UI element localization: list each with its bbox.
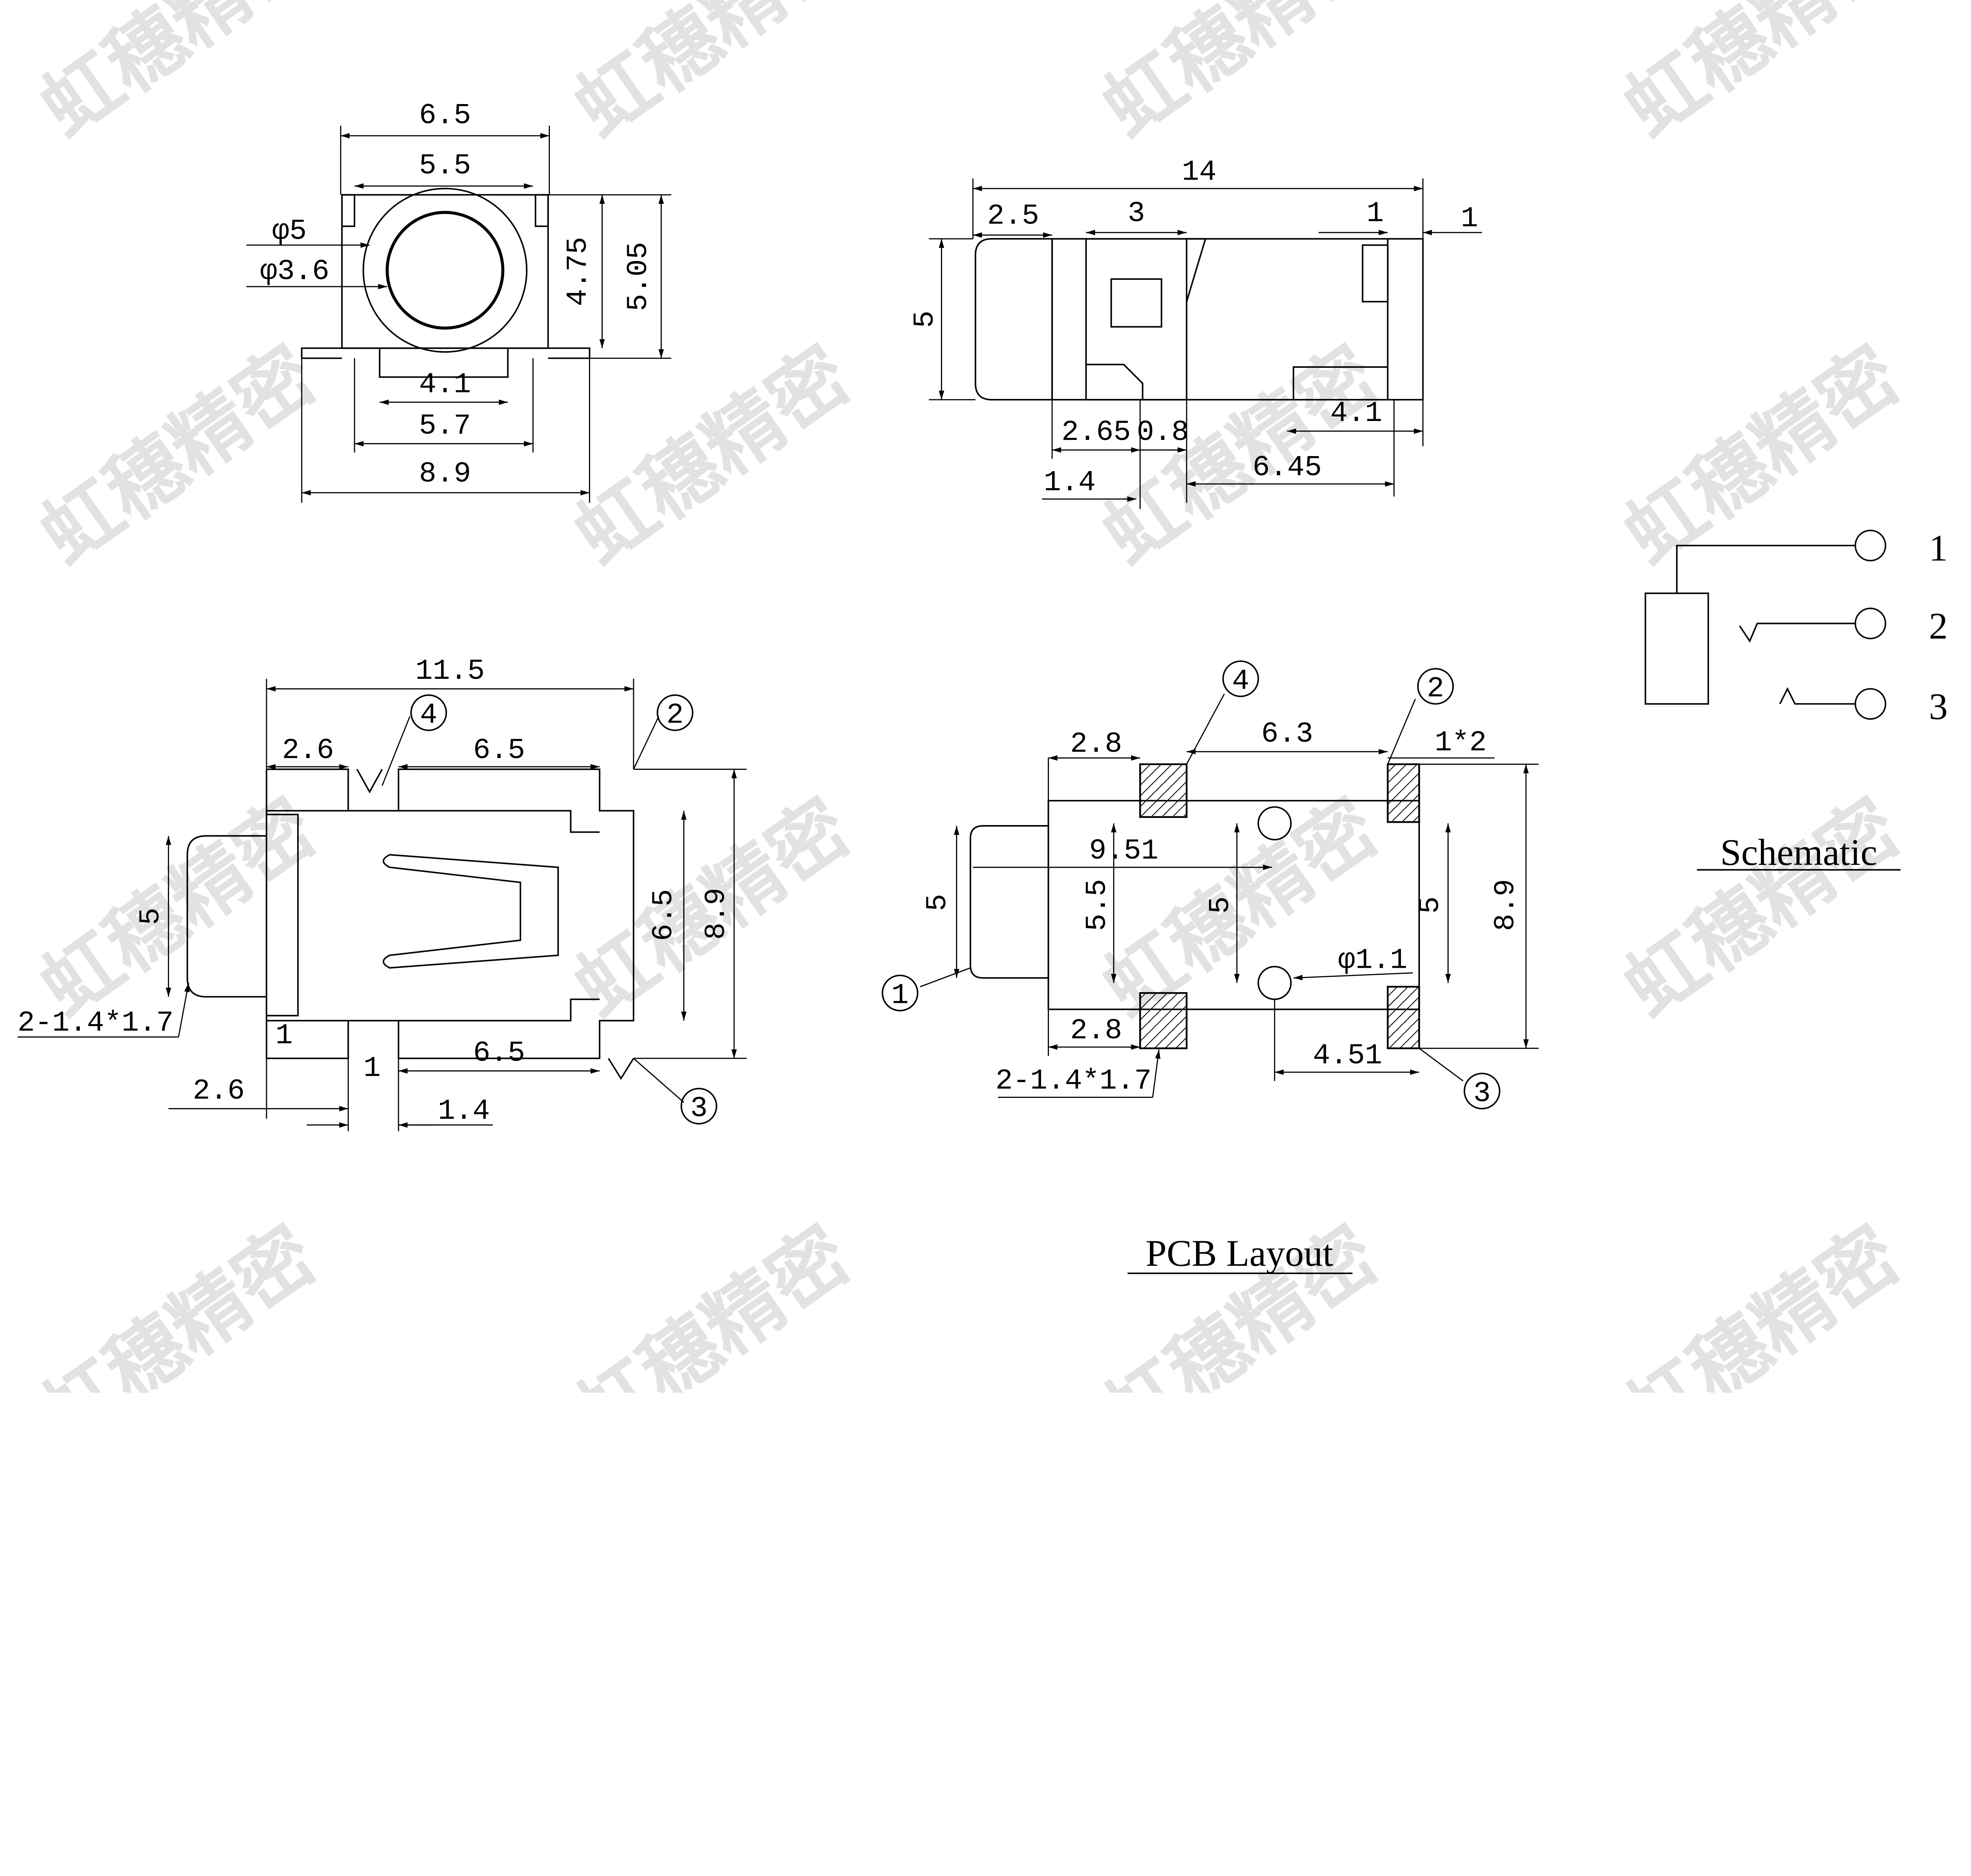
pin-2-marker: 2 (1427, 673, 1444, 706)
dimension-label: 2-1.4*1.7 (995, 1065, 1151, 1097)
schematic-pin-number: 3 (1929, 686, 1948, 727)
watermark-text: 虹穗精密 (559, 0, 866, 155)
dimension-label: 6.5 (419, 99, 471, 132)
pin-4-marker-circle (410, 694, 447, 731)
schematic-view (1645, 529, 1886, 720)
dimension-label: 2-1.4*1.7 (17, 1007, 173, 1040)
dimension-label: φ5 (272, 215, 307, 248)
watermark-text: 虹穗精密 (1608, 1209, 1915, 1393)
dimension-label: 4.1 (419, 369, 471, 401)
schematic-pin-number: 1 (1929, 527, 1948, 569)
dimension-label: 6.5 (473, 1037, 525, 1070)
dimension-label: 6.5 (473, 734, 525, 767)
pin-4-marker: 4 (1232, 665, 1249, 698)
dimension-label: φ1.1 (1338, 944, 1407, 977)
dimension-label: 5.7 (419, 410, 471, 443)
pin-4-marker: 4 (420, 699, 437, 732)
dimension-label: 6.5 (648, 889, 680, 941)
dimension-label: 1 (1366, 197, 1384, 230)
dimension-label: 3 (1128, 197, 1145, 230)
schematic-title: Schematic (1720, 831, 1877, 873)
dimension-label: 5 (1414, 896, 1447, 914)
watermark-text: 虹穗精密 (24, 0, 332, 155)
dimension-label: 5.05 (622, 242, 655, 311)
dimension-label: 1.4 (438, 1095, 490, 1128)
bottom-view: 4 2 3 (17, 678, 747, 1131)
front-view (246, 125, 671, 503)
dimension-label: 5.5 (1081, 879, 1114, 931)
dimension-label: 8.9 (419, 458, 471, 490)
dimension-label: 2.8 (1070, 728, 1122, 761)
pin-2-marker: 2 (666, 699, 684, 732)
pin-3-marker-circle (1463, 1073, 1501, 1110)
dimension-label: 5 (135, 908, 168, 925)
dimension-label: 2.6 (282, 734, 334, 767)
dimension-label: 2.8 (1070, 1015, 1122, 1047)
dimension-label: 6.3 (1261, 718, 1313, 751)
dimension-label: 8.9 (700, 888, 733, 940)
pin-2-marker-circle (1417, 668, 1454, 705)
watermark-text: 虹穗精密 (1608, 781, 1915, 1035)
dimension-label: 6.45 (1252, 451, 1322, 484)
watermark-text: 虹穗精密 (24, 781, 332, 1035)
schematic-pin-number: 2 (1929, 605, 1948, 647)
dimension-label: 4.51 (1313, 1040, 1382, 1073)
dimension-label: 9.51 (1089, 835, 1159, 868)
dimension-label: 5 (909, 311, 942, 328)
pin-2-marker-circle (656, 694, 693, 731)
dimension-label: 8.9 (1490, 879, 1522, 931)
dimension-label: 2.65 (1062, 416, 1131, 449)
watermark-text: 虹穗精密 (24, 329, 332, 582)
dimension-label: 0.8 (1137, 416, 1189, 449)
watermark-text: 虹穗精密 (1086, 781, 1394, 1035)
dimension-label: 5 (1204, 896, 1237, 914)
pad-3 (1387, 986, 1420, 1049)
technical-drawing: 虹穗精密虹穗精密虹穗精密虹穗精密虹穗精密虹穗精密虹穗精密虹穗精密虹穗精密虹穗精密… (17, 0, 1948, 1393)
pin-1-marker-circle (881, 974, 918, 1012)
pad-4 (1139, 763, 1188, 818)
watermark-text: 虹穗精密 (559, 1209, 866, 1393)
drawing-sheet: 虹穗精密虹穗精密虹穗精密虹穗精密虹穗精密虹穗精密虹穗精密虹穗精密虹穗精密虹穗精密… (17, 0, 1948, 1393)
dimension-label: 14 (1182, 156, 1217, 189)
dimension-label: 5.5 (419, 150, 471, 183)
pad-2 (1387, 763, 1420, 823)
dimension-label: 1 (276, 1020, 293, 1053)
pin-4-marker-circle (1222, 660, 1259, 697)
pin-3-marker-circle (680, 1088, 717, 1125)
watermark-layer: 虹穗精密虹穗精密虹穗精密虹穗精密虹穗精密虹穗精密虹穗精密虹穗精密虹穗精密虹穗精密… (24, 0, 1916, 1393)
side-view (929, 178, 1482, 509)
pcb-layout-view: 4 2 1 3 (881, 660, 1539, 1110)
pin-1-marker: 1 (891, 980, 909, 1012)
pad-1 (1139, 992, 1188, 1049)
watermark-text: 虹穗精密 (1608, 0, 1915, 155)
dimension-label: 1 (1461, 203, 1478, 235)
dimension-label: 4.75 (562, 237, 595, 306)
pin-3-marker: 3 (1474, 1077, 1491, 1110)
dimension-label: 2.5 (987, 200, 1039, 233)
pin-3-marker: 3 (690, 1093, 708, 1125)
dimension-label: 2.6 (193, 1075, 245, 1108)
watermark-text: 虹穗精密 (1086, 0, 1394, 155)
watermark-text: 虹穗精密 (559, 329, 866, 582)
dimension-label: 11.5 (415, 655, 485, 688)
dimension-label: 1*2 (1434, 727, 1487, 760)
watermark-text: 虹穗精密 (24, 1209, 332, 1393)
dimension-label: φ3.6 (260, 255, 329, 288)
pcb-layout-title: PCB Layout (1146, 1232, 1333, 1274)
dimension-label: 1.4 (1044, 467, 1096, 499)
dimension-label: 5 (922, 894, 954, 911)
dimension-label: 4.1 (1330, 397, 1382, 430)
watermark-text: 虹穗精密 (1608, 329, 1915, 582)
dimension-label: 1 (363, 1052, 381, 1085)
